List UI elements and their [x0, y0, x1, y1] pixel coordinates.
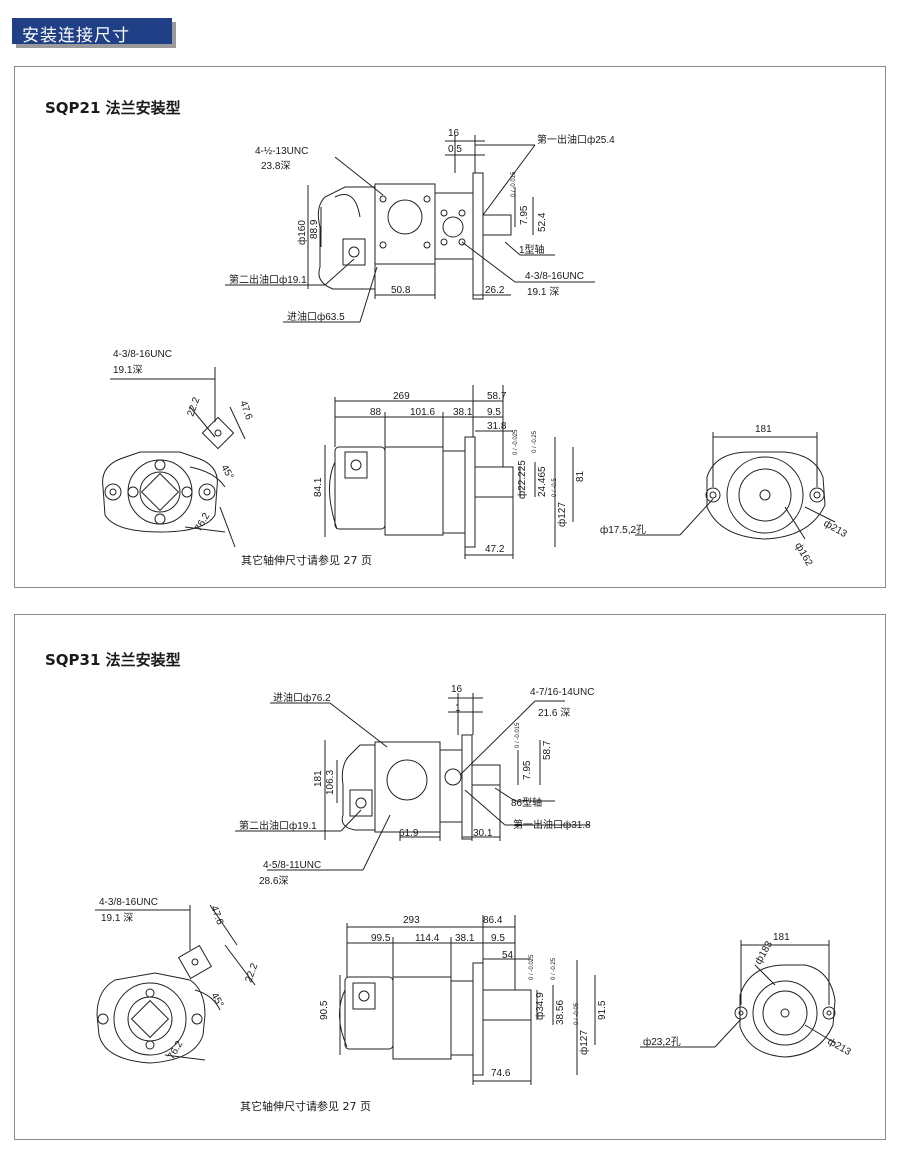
- bolt1-depth: 21.6 深: [538, 707, 570, 719]
- dim-22-2: 22.2: [243, 962, 260, 984]
- dim-52-4: 52.4: [537, 212, 548, 232]
- tol-34-9: 0 / -0.025: [529, 954, 535, 980]
- dim-269: 269: [393, 391, 410, 402]
- dim-181: 181: [773, 932, 790, 943]
- sqp21-drawing: 16 0.5 第一出油口ф25.4 4-½-13UNC 23.8深 ф160 8…: [102, 128, 850, 569]
- dim-86-4: 86.4: [483, 915, 503, 926]
- dim-90-5: 90.5: [319, 1000, 330, 1020]
- dim-47-6: 47.6: [208, 904, 225, 926]
- front-bolt-depth: 19.1深: [113, 364, 142, 376]
- panel-title: SQP31 法兰安装型: [45, 651, 181, 669]
- page-reference-note: 其它轴伸尺寸请参见 27 页: [240, 1100, 371, 1113]
- dim-7-95: 7.95: [522, 760, 533, 780]
- dim-9-5: 9.5: [491, 933, 505, 944]
- tol-38-56: 0 / -0.25: [551, 957, 557, 980]
- angle-45: 45°: [208, 991, 225, 1010]
- dim-58-7: 58.7: [542, 740, 553, 760]
- dim-58-7: 58.7: [487, 391, 507, 402]
- inlet-label: 进油口ф76.2: [273, 691, 331, 704]
- dim-106-3: 106.3: [325, 770, 336, 795]
- shaft-label: 86型轴: [511, 796, 542, 809]
- dim-7-95: 7.95: [519, 205, 530, 225]
- dim-0-5: 0.5: [448, 144, 462, 155]
- dim-26-2: 26.2: [485, 285, 505, 296]
- hole-label: ф23,2孔: [643, 1036, 681, 1048]
- tol-22-225: 0 / -0.025: [513, 429, 519, 455]
- bolt2-label: 4-3/8-16UNC: [525, 271, 584, 282]
- tol-24-465: 0 / -0.25: [532, 430, 538, 453]
- shaft-label: 1型轴: [519, 243, 545, 256]
- dim-47-6: 47.6: [237, 399, 254, 421]
- dim-76-2: 76.2: [166, 1039, 185, 1062]
- port1-label: 第一出油口ф25.4: [537, 133, 615, 146]
- dim-101-6: 101.6: [410, 407, 435, 418]
- dim-24-465: 24.465: [537, 466, 548, 497]
- bolt1-label: 4-7/16-14UNC: [530, 687, 594, 698]
- dim-181: 181: [755, 424, 772, 435]
- bolt2-label: 4-5/8-11UNC: [263, 860, 321, 871]
- dim-127: ф127: [556, 502, 568, 527]
- dim-88: 88: [370, 407, 382, 418]
- front-bolt-label: 4-3/8-16UNC: [113, 349, 172, 360]
- dim-50-8: 50.8: [391, 285, 411, 296]
- dim-22-225: ф22.225: [516, 460, 528, 499]
- dim-162: ф162: [792, 541, 815, 569]
- dim-213: ф213: [822, 517, 850, 540]
- section-title: 安装连接尺寸: [22, 26, 130, 46]
- dim-99-5: 99.5: [371, 933, 391, 944]
- page-reference-note: 其它轴伸尺寸请参见 27 页: [241, 554, 372, 567]
- dim-127: ф127: [578, 1030, 590, 1055]
- bolt2-depth: 28.6深: [259, 875, 288, 887]
- dim-9-5: 9.5: [487, 407, 501, 418]
- bolt2-depth: 19.1 深: [527, 286, 559, 298]
- dim-38-1: 38.1: [453, 407, 473, 418]
- port1-label: 第一出油口ф31.8: [513, 818, 591, 831]
- dim-88-9: 88.9: [309, 219, 320, 239]
- front-bolt-depth: 19.1 深: [101, 912, 133, 924]
- dim-38-56: 38.56: [555, 1000, 566, 1025]
- dim-38-1: 38.1: [455, 933, 475, 944]
- dim-31-8: 31.8: [487, 421, 507, 432]
- dim-16: 16: [448, 128, 460, 139]
- dim-74-6: 74.6: [491, 1068, 511, 1079]
- inlet-label: 进油口ф63.5: [287, 310, 345, 323]
- dim-91-5: 91.5: [597, 1000, 608, 1020]
- bolt1-label: 4-½-13UNC: [255, 146, 308, 157]
- dim-16: 16: [451, 684, 463, 695]
- dim-61-9: 61.9: [399, 828, 419, 839]
- dim-34-9: ф34.9: [534, 992, 546, 1020]
- dim-84-1: 84.1: [313, 477, 324, 497]
- dim-213: ф213: [826, 1035, 854, 1058]
- front-bolt-label: 4-3/8-16UNC: [99, 897, 158, 908]
- panel-sqp21: SQP21 法兰安装型: [14, 66, 886, 588]
- dim-293: 293: [403, 915, 420, 926]
- section-header: 安装连接尺寸: [12, 18, 172, 46]
- tol-127: 0 / -0.5: [552, 478, 558, 497]
- tol-7-95: 0 / -0.015: [511, 171, 517, 197]
- panel-title: SQP21 法兰安装型: [45, 99, 181, 117]
- dim-30-1: 30.1: [473, 828, 493, 839]
- dim-54: 54: [502, 950, 514, 961]
- dim-47-2: 47.2: [485, 544, 505, 555]
- bolt1-depth: 23.8深: [261, 160, 290, 172]
- tol-127: 0 / -0.05: [574, 1002, 580, 1025]
- dim-160: ф160: [296, 220, 308, 245]
- panel-sqp31: SQP31 法兰安装型: [14, 614, 886, 1140]
- dim-1: 1: [455, 703, 461, 714]
- tol-7-95: 0 / -0.015: [515, 722, 521, 748]
- sqp31-drawing: 进油口ф76.2 16 1 4-7/16-14UNC 21.6 深 181 10…: [95, 684, 854, 1085]
- dim-22-2: 22.2: [185, 396, 202, 418]
- dim-181: 181: [313, 770, 324, 787]
- dim-183: ф183: [752, 939, 775, 967]
- dim-114-4: 114.4: [415, 933, 440, 944]
- port2-label: 第二出油口ф19.1: [229, 273, 307, 286]
- angle-45: 45°: [218, 463, 235, 482]
- dim-81: 81: [575, 470, 586, 482]
- port2-label: 第二出油口ф19.1: [239, 819, 317, 832]
- hole-label: ф17.5,2孔: [600, 524, 646, 536]
